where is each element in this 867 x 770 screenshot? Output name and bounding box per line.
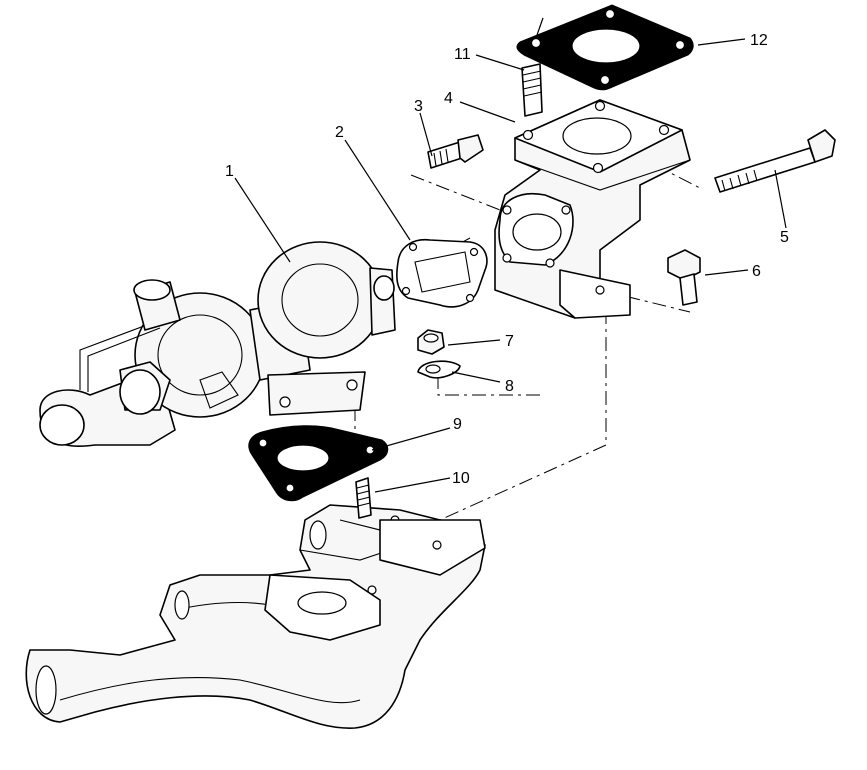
leader-3 [419, 112, 433, 157]
bolt-3 [427, 134, 484, 169]
leader-1 [234, 177, 291, 263]
gasket-2 [396, 238, 488, 308]
callout-8: 8 [505, 378, 514, 395]
callout-11: 11 [454, 46, 471, 63]
exhaust-manifold [25, 504, 486, 729]
lock-washer-8 [417, 360, 461, 379]
callout-9: 9 [453, 416, 462, 433]
leader-7 [447, 339, 501, 346]
nut-7 [417, 329, 445, 355]
bolt-5 [714, 129, 836, 193]
callout-labels: 1 2 3 4 5 6 7 8 9 10 11 12 [225, 32, 789, 487]
callout-7: 7 [505, 333, 514, 350]
callout-2: 2 [335, 124, 344, 141]
callout-5: 5 [780, 229, 789, 246]
leader-6 [704, 269, 749, 276]
leader-10 [374, 477, 451, 493]
leader-4 [459, 101, 516, 123]
callout-6: 6 [752, 263, 761, 280]
callout-4: 4 [444, 90, 453, 107]
callout-12: 12 [750, 32, 768, 49]
callout-3: 3 [414, 98, 423, 115]
gasket-12 [516, 4, 694, 91]
turbocharger [39, 241, 396, 447]
bolt-6 [667, 249, 701, 306]
stud-10 [355, 477, 372, 519]
leader-11 [475, 54, 525, 71]
exhaust-elbow-4 [494, 99, 691, 319]
gasket-9 [248, 425, 389, 502]
stud-11 [521, 63, 543, 117]
callout-1: 1 [225, 163, 234, 180]
leader-5 [774, 169, 787, 229]
leader-9 [371, 427, 451, 451]
leader-12 [697, 38, 746, 46]
leader-lines [234, 17, 787, 493]
leader-8 [451, 371, 501, 383]
callout-10: 10 [452, 470, 470, 487]
leader-2 [344, 139, 411, 241]
